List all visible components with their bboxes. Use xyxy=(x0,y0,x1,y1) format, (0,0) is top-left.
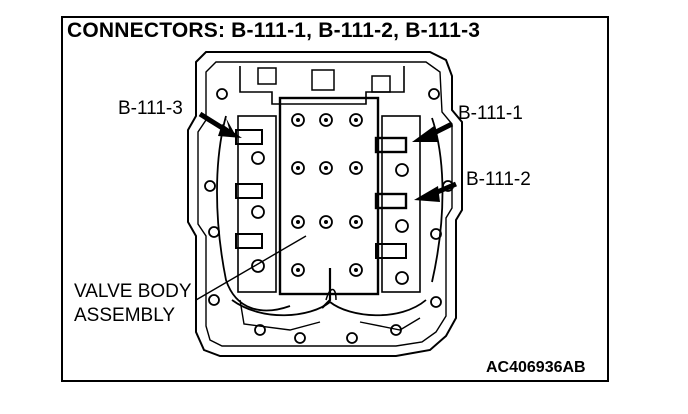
label-b111-1: B-111-1 xyxy=(458,103,523,124)
label-b111-2: B-111-2 xyxy=(466,169,531,190)
figure-title: CONNECTORS: B-111-1, B-111-2, B-111-3 xyxy=(67,19,481,42)
case-outline xyxy=(187,51,463,357)
wiring-harness xyxy=(216,115,291,312)
figure-code: AC406936AB xyxy=(486,359,586,376)
label-valve-body-line1: VALVE BODY xyxy=(74,281,192,302)
arrow-b111-3 xyxy=(198,111,242,138)
leader-valve-body xyxy=(195,235,307,301)
right-solenoid-column xyxy=(381,115,421,293)
label-valve-body-line2: ASSEMBLY xyxy=(74,305,176,326)
figure-frame xyxy=(61,16,609,382)
connector-b111-1 xyxy=(374,136,408,154)
connector-b111-2 xyxy=(374,192,408,210)
label-b111-3: B-111-3 xyxy=(118,98,183,119)
top-bracket xyxy=(239,66,405,105)
case-inner-outline xyxy=(197,61,453,347)
arrow-b111-1 xyxy=(412,121,454,142)
top-connector-block xyxy=(311,69,335,91)
left-solenoid-column xyxy=(237,115,277,293)
arrow-b111-2 xyxy=(414,181,457,202)
